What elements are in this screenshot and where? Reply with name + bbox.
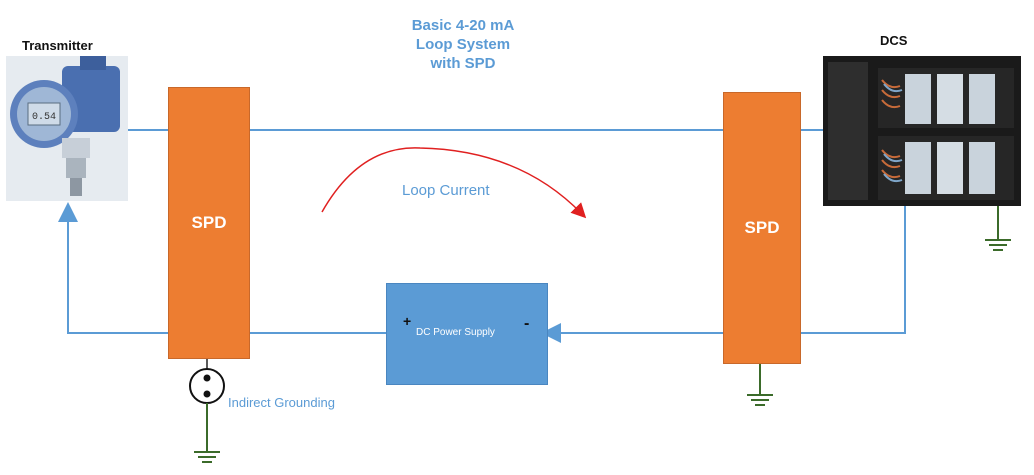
psu-plus-terminal: + <box>403 313 411 329</box>
transmitter-label: Transmitter <box>22 38 93 53</box>
spd-left: SPD <box>168 87 250 359</box>
indirect-grounding-label: Indirect Grounding <box>228 395 335 410</box>
loop-current-arrow <box>322 148 582 214</box>
spd-right: SPD <box>723 92 801 364</box>
ground-symbol-left-icon <box>194 452 220 462</box>
indirect-grounding-icon <box>190 369 224 403</box>
svg-text:0.54: 0.54 <box>32 112 56 123</box>
loop-current-label: Loop Current <box>402 182 490 199</box>
psu-label: DC Power Supply <box>416 327 495 338</box>
psu-minus-terminal: - <box>524 315 529 333</box>
dcs-cabinet-image <box>823 56 1021 206</box>
title-line-2: Loop System <box>378 35 548 54</box>
spd-right-label: SPD <box>745 218 780 238</box>
spd-left-label: SPD <box>192 213 227 233</box>
ground-symbol-dcs-icon <box>985 240 1011 250</box>
transmitter-image: 0.54 <box>6 56 128 201</box>
diagram-title: Basic 4-20 mA Loop System with SPD <box>378 16 548 73</box>
dcs-label: DCS <box>880 33 907 48</box>
title-line-1: Basic 4-20 mA <box>378 16 548 35</box>
title-line-3: with SPD <box>378 54 548 73</box>
ground-symbol-spd-right-icon <box>747 395 773 405</box>
grounding-contact-bottom <box>204 391 211 398</box>
grounding-contact-top <box>204 375 211 382</box>
